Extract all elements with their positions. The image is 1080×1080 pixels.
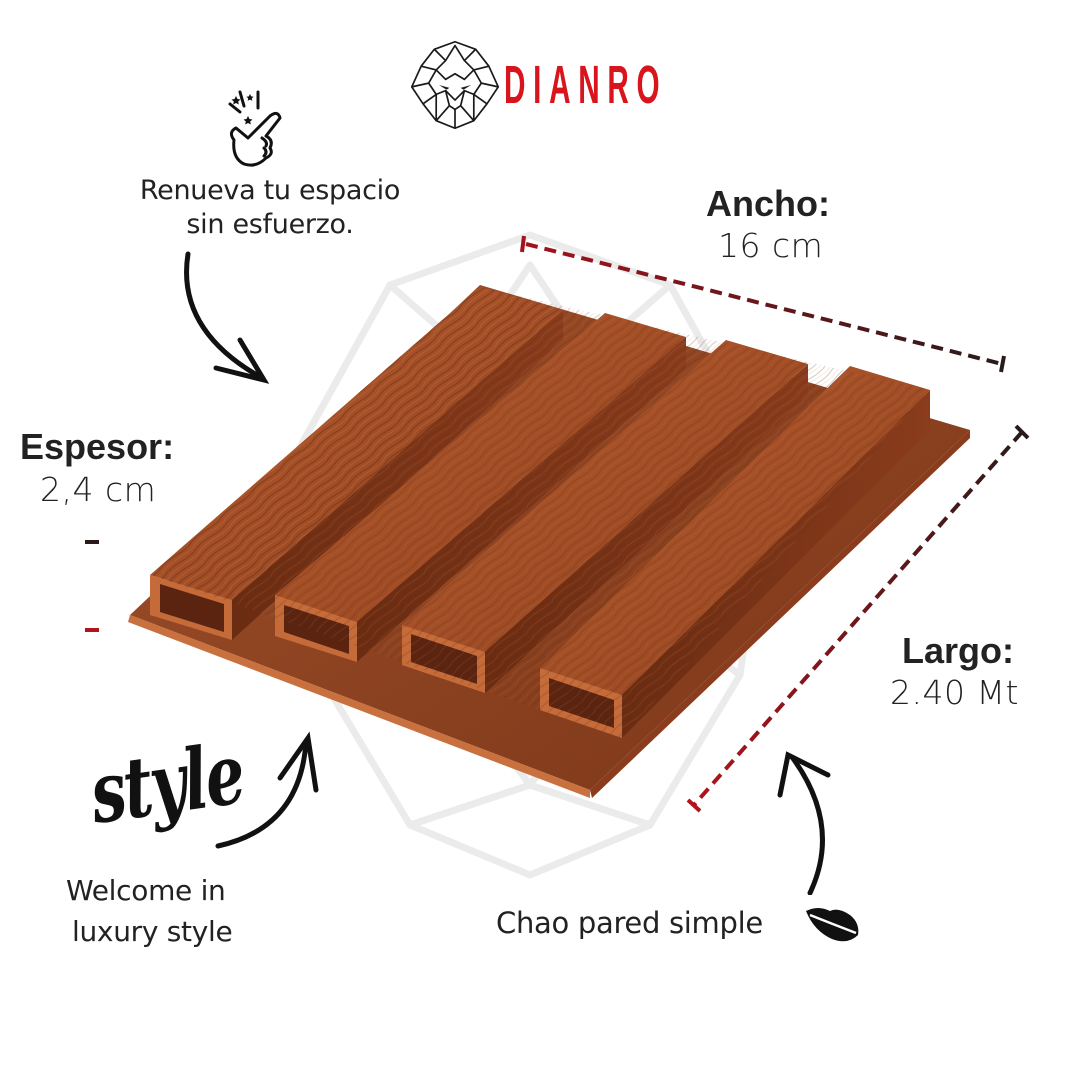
lips-kiss-icon	[806, 908, 859, 942]
renew-tagline-line1: Renueva tu espacio	[139, 175, 401, 206]
luxury-tagline: Welcome in luxury style	[60, 870, 260, 952]
thickness-label: Espesor:	[20, 426, 175, 467]
width-value: 16 cm	[718, 226, 824, 265]
finger-snap-icon	[228, 90, 282, 167]
length-label: Largo:	[902, 630, 1014, 671]
renew-tagline-line2: sin esfuerzo.	[186, 209, 354, 240]
length-value: 2.40 Mt	[890, 673, 1019, 712]
brand-name: DIANRO	[504, 55, 668, 115]
curved-arrow-up-icon	[215, 731, 319, 849]
renew-tagline: Renueva tu espacio sin esfuerzo.	[100, 174, 440, 242]
width-dimension-line	[520, 235, 1006, 373]
width-label: Ancho:	[706, 183, 830, 224]
thickness-value: 2,4 cm	[40, 470, 157, 509]
thickness-dimension-line	[85, 540, 99, 632]
luxury-tagline-line2: luxury style	[72, 915, 233, 948]
lion-logo-icon	[410, 40, 500, 130]
length-dimension-line	[686, 424, 1030, 813]
style-script-text: style	[84, 724, 250, 843]
curved-arrow-icon	[184, 251, 270, 384]
curved-arrow-up-left-icon	[777, 751, 831, 895]
luxury-tagline-line1: Welcome in	[66, 874, 226, 907]
goodbye-tagline: Chao pared simple	[496, 906, 763, 940]
